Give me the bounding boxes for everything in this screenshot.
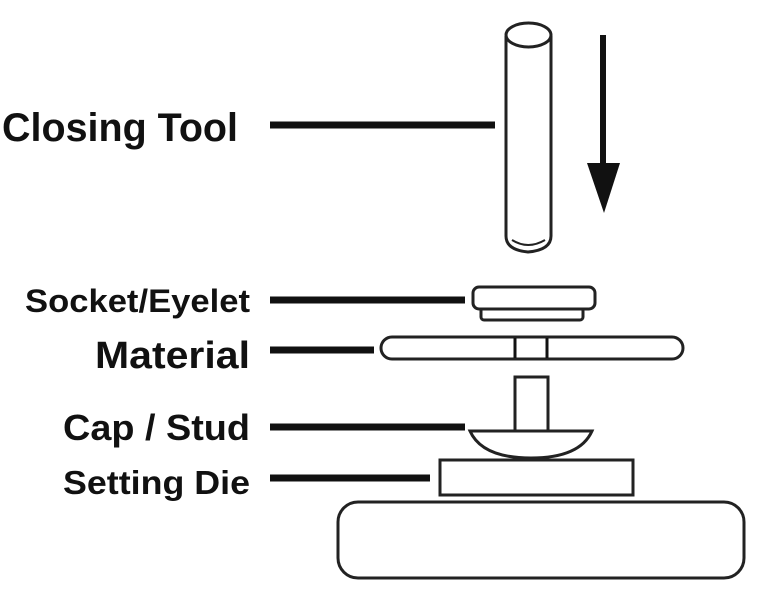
label-material: Material: [95, 335, 250, 377]
label-setting-die: Setting Die: [63, 464, 250, 501]
label-cap-stud: Cap / Stud: [63, 407, 250, 448]
label-socket-eyelet: Socket/Eyelet: [25, 283, 250, 319]
label-closing-tool: Closing Tool: [2, 106, 238, 150]
press-base: [336, 500, 746, 580]
socket-eyelet: [471, 285, 597, 322]
material: [379, 335, 685, 361]
down-arrow-icon: [587, 35, 620, 213]
cap-stud: [467, 375, 595, 460]
closing-tool: [504, 21, 553, 254]
setting-die: [438, 458, 635, 497]
